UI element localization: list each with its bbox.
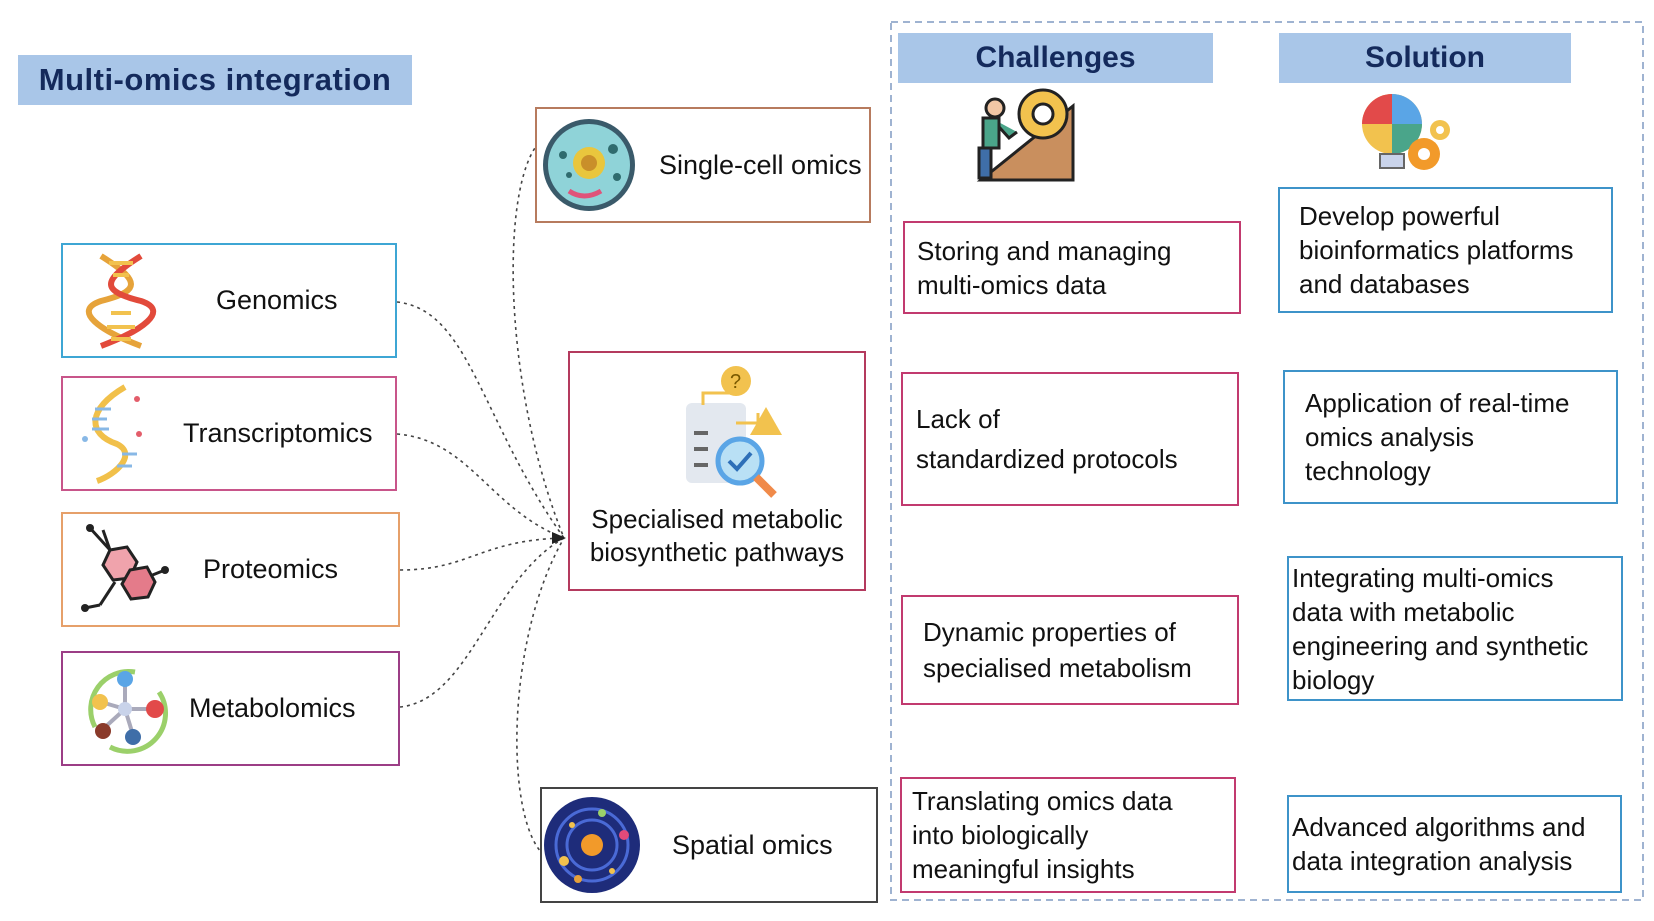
single-cell-omics-label: Single-cell omics xyxy=(659,149,862,180)
pathways-box: ? Specialised metabolic biosynthetic pat… xyxy=(568,351,866,591)
person-climbing-gear-icon xyxy=(976,88,1075,182)
pathway-arrowhead xyxy=(552,532,566,544)
solution-4-line-2: data integration analysis xyxy=(1292,846,1573,876)
challenge-2-line-2: standardized protocols xyxy=(916,444,1178,474)
single-cell-connector xyxy=(512,137,565,539)
transcriptomics-connector xyxy=(396,433,565,539)
challenge-4-line-3: meaningful insights xyxy=(912,854,1135,884)
metabolomics-box: Metabolomics xyxy=(61,651,400,766)
solution-1-line-2: bioinformatics platforms xyxy=(1299,235,1574,265)
challenge-4-line-1: Translating omics data xyxy=(912,786,1173,816)
proteomics-connector xyxy=(399,537,565,571)
solution-2-line-2: omics analysis xyxy=(1305,422,1475,452)
challenge-2-line-1: Lack of xyxy=(916,404,1000,434)
proteomics-label: Proteomics xyxy=(203,554,339,584)
pathways-line2: biosynthetic pathways xyxy=(589,537,845,567)
cell-icon xyxy=(543,119,635,211)
proteomics-box: Proteomics xyxy=(61,512,400,627)
challenges-header: Challenges xyxy=(898,33,1213,83)
solution-1-line-1: Develop powerful xyxy=(1299,201,1500,231)
solution-item-2: Application of real-time omics analysis … xyxy=(1283,370,1618,504)
solution-1-line-3: and databases xyxy=(1299,269,1470,299)
challenge-1-line-2: multi-omics data xyxy=(917,269,1107,300)
pathways-label: Specialised metabolic biosynthetic pathw… xyxy=(570,503,864,569)
rna-strand-icon xyxy=(82,383,142,484)
solution-item-4: Advanced algorithms and data integration… xyxy=(1287,795,1622,893)
solution-2-line-3: technology xyxy=(1305,456,1431,486)
transcriptomics-box: Transcriptomics xyxy=(61,376,397,491)
genomics-box: Genomics xyxy=(61,243,397,358)
spatial-omics-label: Spatial omics xyxy=(672,829,833,860)
single-cell-omics-box: Single-cell omics xyxy=(535,107,871,223)
diagram-title: Multi-omics integration xyxy=(18,55,412,105)
solution-3-line-3: engineering and synthetic xyxy=(1292,630,1589,661)
pathways-line1: Specialised metabolic xyxy=(591,504,843,534)
challenge-1-line-1: Storing and managing xyxy=(917,235,1172,266)
spatial-omics-box: Spatial omics xyxy=(540,787,878,903)
metabolomics-label: Metabolomics xyxy=(189,693,356,723)
challenge-item-2: Lack of standardized protocols xyxy=(901,372,1239,506)
svg-text:?: ? xyxy=(730,371,741,393)
challenge-3-line-2: specialised metabolism xyxy=(923,653,1192,683)
challenge-item-4: Translating omics data into biologically… xyxy=(900,777,1236,893)
orbit-galaxy-icon xyxy=(544,797,640,893)
challenge-item-3: Dynamic properties of specialised metabo… xyxy=(901,595,1239,705)
pathway-analysis-icon: ? xyxy=(686,366,782,498)
challenge-4-line-2: into biologically xyxy=(912,820,1089,850)
solution-3-line-1: Integrating multi-omics xyxy=(1292,562,1554,593)
solution-3-line-4: biology xyxy=(1292,664,1375,695)
genomics-label: Genomics xyxy=(216,285,338,315)
challenges-solution-frame xyxy=(890,21,1644,901)
lightbulb-puzzle-gears-icon xyxy=(1362,94,1450,170)
transcriptomics-label: Transcriptomics xyxy=(183,418,373,448)
solution-header: Solution xyxy=(1279,33,1571,83)
solution-3-line-2: data with metabolic xyxy=(1292,596,1515,627)
dna-helix-icon xyxy=(85,252,157,349)
protein-molecule-icon xyxy=(81,523,169,612)
solution-item-3: Integrating multi-omics data with metabo… xyxy=(1287,556,1623,701)
challenge-3-line-1: Dynamic properties of xyxy=(923,617,1176,647)
genomics-connector xyxy=(396,301,565,539)
metabolite-cycle-icon xyxy=(88,668,168,754)
solution-item-1: Develop powerful bioinformatics platform… xyxy=(1278,187,1613,313)
metabolomics-connector xyxy=(399,537,565,708)
solution-2-line-1: Application of real-time xyxy=(1305,388,1570,418)
spatial-connector xyxy=(516,537,565,856)
challenge-item-1: Storing and managing multi-omics data xyxy=(903,221,1241,314)
solution-4-line-1: Advanced algorithms and xyxy=(1292,812,1586,842)
